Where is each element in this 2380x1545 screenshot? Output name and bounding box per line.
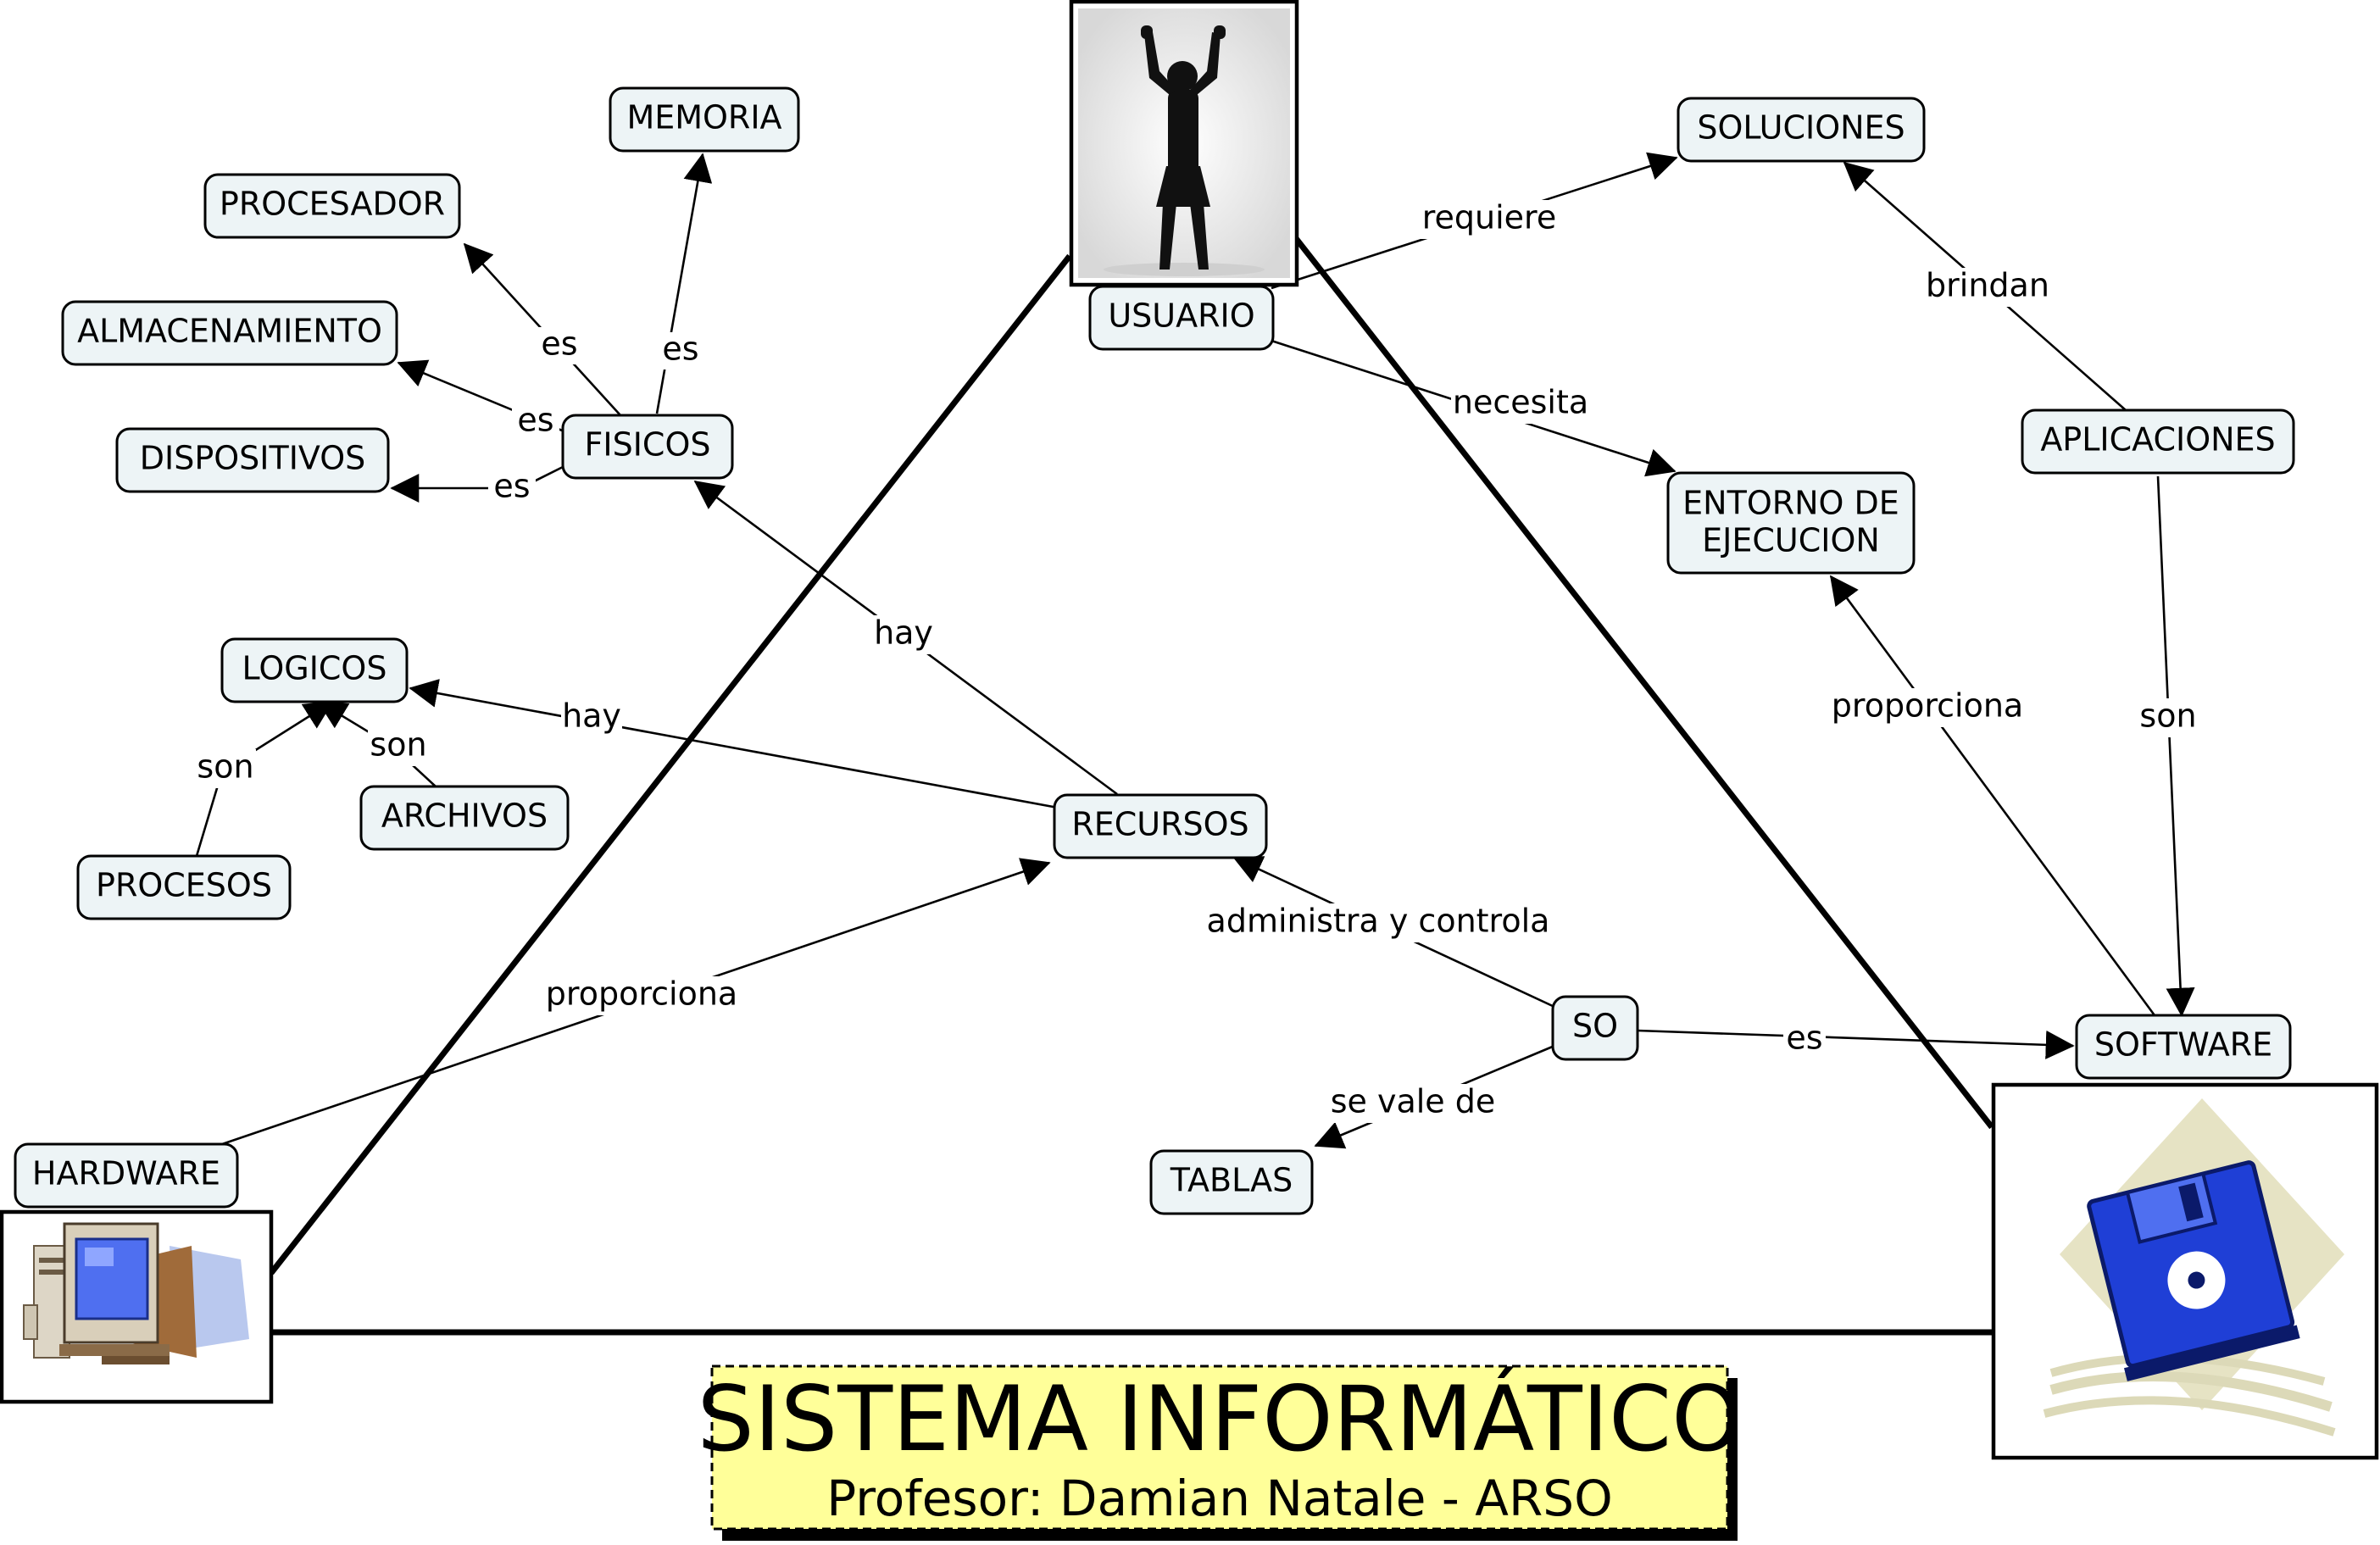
node-recursos[interactable]: RECURSOS [1053, 793, 1268, 859]
svg-text:FISICOS: FISICOS [585, 426, 711, 464]
svg-text:brindan: brindan [1926, 267, 2049, 304]
link-label-recursos-logicos: hay [561, 697, 622, 737]
svg-text:SOFTWARE: SOFTWARE [2094, 1026, 2272, 1064]
link-labels: es es es es hay hay son son requiere nec… [195, 199, 2199, 1123]
node-so[interactable]: SO [1551, 995, 1639, 1061]
svg-text:ENTORNO DE: ENTORNO DE [1682, 485, 1899, 522]
svg-text:necesita: necesita [1453, 384, 1588, 421]
node-soluciones[interactable]: SOLUCIONES [1677, 97, 1926, 163]
nodes: MEMORIA PROCESADOR ALMACENAMIENTO DISPOS… [14, 86, 2295, 1215]
link-fisicos-dispositivos [390, 464, 565, 503]
svg-text:USUARIO: USUARIO [1108, 297, 1254, 335]
link-label-aplicaciones-software: son [2138, 697, 2199, 737]
svg-text:HARDWARE: HARDWARE [32, 1155, 220, 1192]
link-label-fisicos-almacenamiento: es [512, 402, 559, 441]
svg-text:APLICACIONES: APLICACIONES [2040, 421, 2275, 458]
svg-text:son: son [197, 748, 253, 786]
floppy-disk-icon [2043, 1098, 2344, 1437]
svg-text:es: es [662, 331, 698, 368]
link-recursos-logicos [409, 679, 1059, 809]
svg-text:son: son [370, 726, 426, 764]
svg-text:MEMORIA: MEMORIA [626, 99, 781, 136]
svg-text:EJECUCION: EJECUCION [1702, 522, 1880, 559]
node-hardware[interactable]: HARDWARE [14, 1142, 239, 1209]
link-label-procesos-logicos: son [195, 748, 256, 788]
svg-text:es: es [517, 402, 553, 439]
link-software-entorno [1829, 575, 2156, 1016]
node-procesador[interactable]: PROCESADOR [203, 173, 461, 239]
link-label-usuario-soluciones: requiere [1417, 199, 1561, 239]
svg-text:proporciona: proporciona [546, 975, 737, 1013]
hardware-image [0, 1209, 274, 1404]
link-label-so-recursos: administra y controla [1207, 903, 1550, 942]
software-image [1991, 1082, 2379, 1460]
svg-text:es: es [541, 325, 577, 363]
node-archivos[interactable]: ARCHIVOS [359, 785, 570, 851]
link-aplicaciones-software [2156, 475, 2195, 1017]
svg-text:PROCESOS: PROCESOS [96, 867, 272, 904]
node-procesos[interactable]: PROCESOS [76, 854, 292, 920]
svg-text:PROCESADOR: PROCESADOR [220, 186, 445, 223]
svg-text:LOGICOS: LOGICOS [242, 650, 387, 687]
svg-text:es: es [1786, 1020, 1822, 1057]
svg-text:TABLAS: TABLAS [1170, 1162, 1293, 1199]
link-label-so-tablas: se vale de [1331, 1083, 1496, 1123]
link-label-fisicos-memoria: es [657, 331, 704, 370]
link-label-so-software: es [1783, 1020, 1826, 1059]
svg-text:DISPOSITIVOS: DISPOSITIVOS [140, 440, 366, 477]
node-dispositivos[interactable]: DISPOSITIVOS [115, 427, 390, 493]
svg-text:SOLUCIONES: SOLUCIONES [1697, 109, 1905, 147]
svg-text:administra y controla: administra y controla [1207, 903, 1550, 940]
node-aplicaciones[interactable]: APLICACIONES [2021, 408, 2295, 475]
diagram-subtitle: Profesor: Damian Natale - ARSO [826, 1470, 1612, 1527]
diagram-title: SISTEMA INFORMÁTICO [697, 1367, 1742, 1471]
svg-text:requiere: requiere [1422, 199, 1556, 236]
svg-text:ALMACENAMIENTO: ALMACENAMIENTO [77, 313, 382, 350]
link-fisicos-memoria [655, 153, 713, 414]
node-memoria[interactable]: MEMORIA [609, 86, 800, 153]
node-logicos[interactable]: LOGICOS [220, 637, 409, 703]
svg-text:es: es [493, 468, 530, 505]
svg-text:proporciona: proporciona [1832, 687, 2023, 725]
svg-text:SO: SO [1572, 1008, 1618, 1045]
svg-text:ARCHIVOS: ARCHIVOS [381, 798, 548, 835]
svg-text:se vale de: se vale de [1331, 1083, 1496, 1120]
computer-icon [23, 1222, 249, 1364]
link-label-fisicos-procesador: es [536, 325, 583, 364]
link-label-archivos-logicos: son [368, 726, 429, 766]
user-image [1069, 0, 1299, 287]
link-label-fisicos-dispositivos: es [488, 468, 536, 507]
svg-text:son: son [2139, 697, 2196, 735]
node-tablas[interactable]: TABLAS [1149, 1149, 1314, 1215]
link-label-aplicaciones-soluciones: brindan [1924, 267, 2051, 307]
link-so-software [1637, 1029, 2075, 1059]
node-usuario[interactable]: USUARIO [1088, 285, 1275, 351]
link-label-usuario-entorno: necesita [1451, 384, 1590, 424]
svg-text:hay: hay [562, 697, 621, 735]
link-label-software-entorno: proporciona [1832, 687, 2023, 727]
node-almacenamiento[interactable]: ALMACENAMIENTO [61, 300, 398, 366]
node-fisicos[interactable]: FISICOS [561, 414, 734, 480]
title-box: SISTEMA INFORMÁTICO Profesor: Damian Nat… [697, 1364, 1743, 1541]
node-software[interactable]: SOFTWARE [2075, 1014, 2292, 1080]
svg-text:hay: hay [874, 614, 933, 652]
link-label-hardware-recursos: proporciona [546, 975, 737, 1015]
person-silhouette-icon [1141, 25, 1226, 270]
link-label-recursos-fisicos: hay [873, 614, 934, 654]
svg-text:RECURSOS: RECURSOS [1071, 806, 1248, 843]
